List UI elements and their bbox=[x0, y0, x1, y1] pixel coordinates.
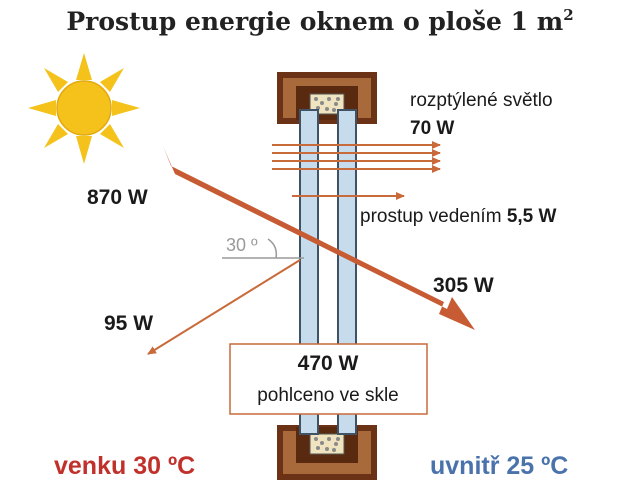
diffuse-light-arrows bbox=[272, 141, 441, 173]
outside-temperature: venku 30 ºC bbox=[54, 452, 195, 480]
absorbed-label: pohlceno ve skle bbox=[257, 385, 399, 406]
transmitted-label: 305 W bbox=[433, 274, 494, 297]
absorbed-value: 470 W bbox=[298, 352, 359, 375]
window-frame-top bbox=[277, 72, 377, 124]
reflected-label: 95 W bbox=[104, 312, 153, 335]
diffuse-light-label: rozptýlené světlo bbox=[410, 90, 553, 111]
window-frame-bottom bbox=[277, 425, 377, 480]
inside-temperature: uvnitř 25 ºC bbox=[430, 452, 568, 480]
page-title: Prostup energie oknem o ploše 1 m2 bbox=[66, 6, 573, 36]
reflected-arrow bbox=[147, 259, 301, 355]
angle-marker bbox=[222, 238, 304, 259]
angle-label: 30 º bbox=[226, 235, 258, 255]
conduction-label: prostup vedením 5,5 W bbox=[360, 206, 557, 227]
incident-label: 870 W bbox=[87, 186, 148, 209]
sun-icon bbox=[28, 53, 140, 164]
absorbed-box: 470 W pohlceno ve skle bbox=[229, 343, 428, 415]
diffuse-light-value: 70 W bbox=[410, 118, 454, 139]
main-beam-arrow bbox=[163, 146, 475, 330]
